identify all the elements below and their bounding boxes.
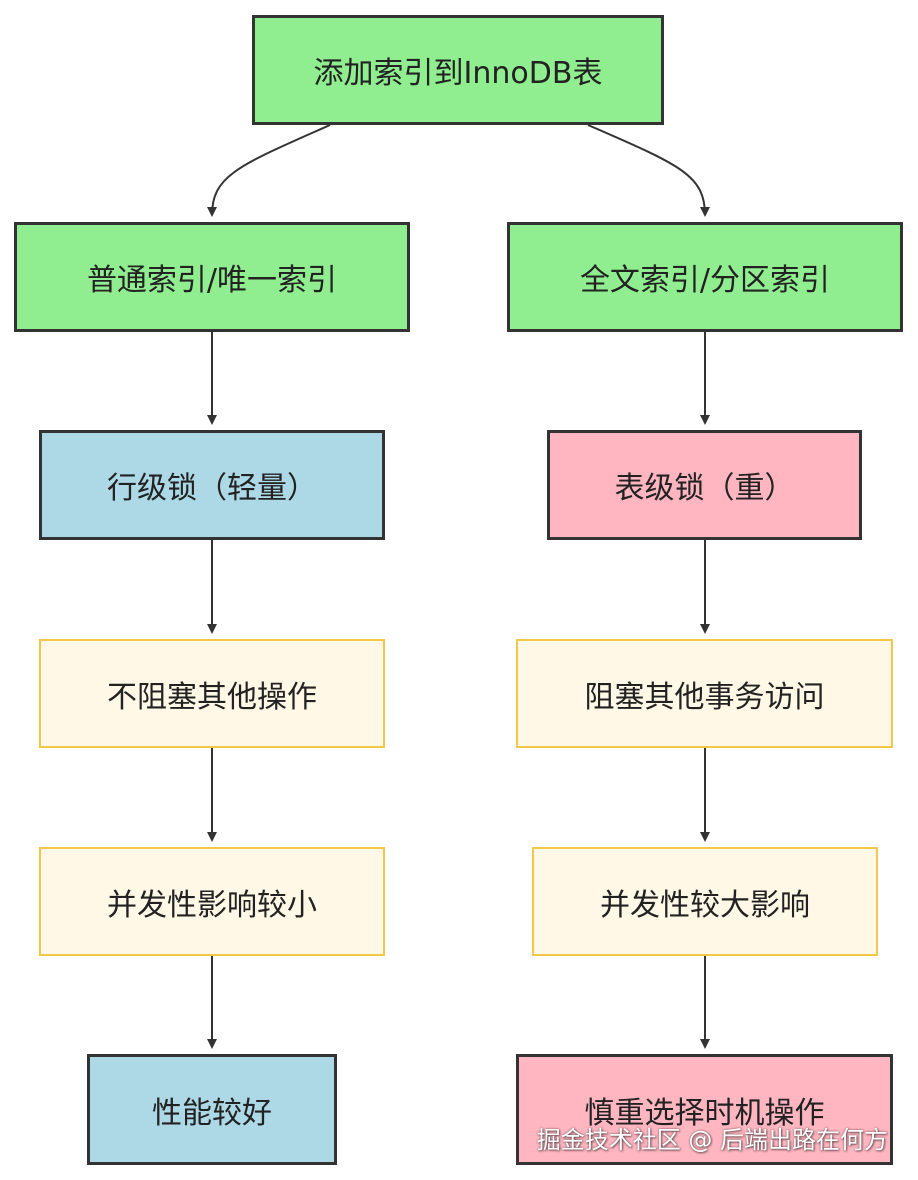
node-normal-unique-index: 普通索引/唯一索引 — [14, 222, 410, 332]
node-label: 全文索引/分区索引 — [579, 263, 831, 298]
node-no-blocking: 不阻塞其他操作 — [39, 639, 385, 748]
node-good-performance: 性能较好 — [87, 1054, 337, 1165]
node-label: 不阻塞其他操作 — [107, 679, 317, 715]
node-careful-timing: 慎重选择时机操作 — [516, 1054, 893, 1165]
node-label: 表级锁（重） — [614, 471, 795, 506]
node-low-concurrency-impact: 并发性影响较小 — [39, 847, 385, 956]
watermark: 掘金技术社区 @ 后端出路在何方 — [536, 1126, 888, 1154]
node-row-level-lock: 行级锁（轻量） — [39, 430, 385, 540]
edge-root-to-fulltext-index — [587, 124, 710, 217]
node-add-index-root: 添加索引到InnoDB表 — [252, 15, 664, 125]
node-high-concurrency-impact: 并发性较大影响 — [532, 847, 878, 956]
node-label: 阻塞其他事务访问 — [584, 679, 825, 715]
node-fulltext-partition-index: 全文索引/分区索引 — [507, 222, 903, 332]
node-blocks-transactions: 阻塞其他事务访问 — [516, 639, 893, 748]
node-table-level-lock: 表级锁（重） — [547, 430, 862, 540]
node-label: 性能较好 — [152, 1095, 272, 1131]
node-label: 添加索引到InnoDB表 — [313, 56, 603, 91]
node-label: 慎重选择时机操作 — [584, 1095, 825, 1131]
node-label: 行级锁（轻量） — [107, 471, 317, 506]
node-label: 并发性较大影响 — [600, 887, 810, 923]
node-label: 普通索引/唯一索引 — [86, 263, 338, 298]
node-label: 并发性影响较小 — [107, 887, 317, 923]
edge-root-to-normal-index — [207, 124, 331, 217]
